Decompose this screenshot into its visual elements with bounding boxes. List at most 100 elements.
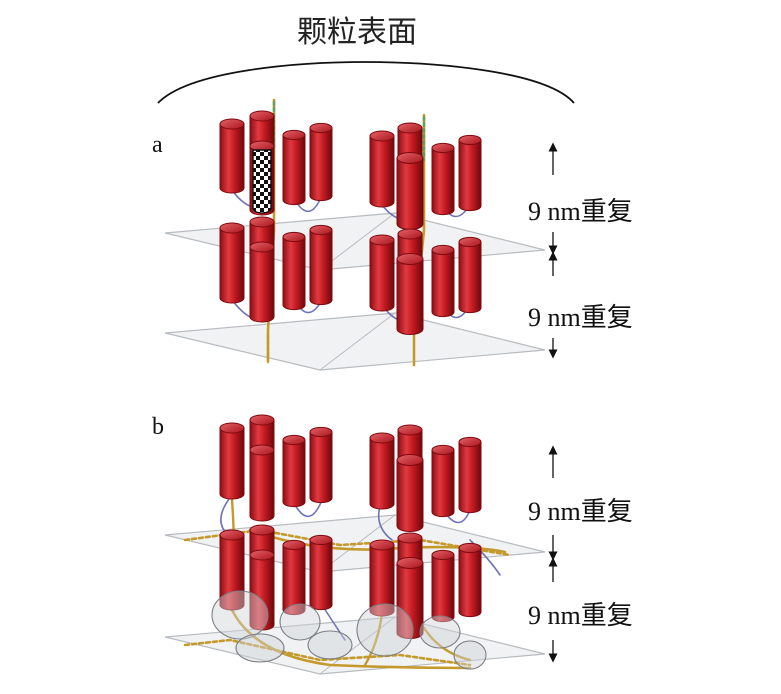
cylinder-cap: [431, 244, 455, 256]
cylinder: [431, 444, 455, 518]
cylinder-cap: [396, 454, 424, 466]
cylinder-body: [309, 431, 333, 504]
cylinder-cap: [431, 549, 455, 561]
cylinder-cap: [396, 152, 424, 164]
gold-strand: [230, 608, 472, 670]
cylinder-body: [369, 239, 395, 312]
cylinder: [219, 222, 245, 304]
gold-dotted-strand: [183, 638, 472, 667]
checker-helix: [252, 149, 272, 214]
cylinder-cap: [369, 130, 395, 142]
cylinder-body: [282, 134, 306, 206]
cylinder-cap: [249, 414, 275, 426]
cylinder: [396, 454, 424, 532]
cylinder-cap: [458, 134, 482, 146]
cylinder-cap: [219, 118, 245, 130]
cylinder-cap: [249, 110, 275, 122]
cylinder: [219, 422, 245, 500]
overlay-group: [211, 590, 487, 670]
cylinder-cap: [369, 234, 395, 246]
cylinder: [219, 118, 245, 194]
cylinder: [458, 436, 482, 514]
cylinder-cap: [396, 253, 424, 265]
cylinder-body: [458, 547, 482, 618]
cylinder: [396, 152, 424, 230]
cylinder: [249, 140, 275, 216]
cylinder-body: [249, 246, 275, 323]
cylinder-cap: [431, 142, 455, 154]
cylinder-cap: [249, 524, 275, 536]
cylinder-body: [249, 449, 275, 522]
cylinder-cap: [369, 539, 395, 551]
cylinder-cap: [309, 426, 333, 438]
cylinder-cap: [309, 224, 333, 236]
cylinder-cap: [249, 444, 275, 456]
grey-domain: [419, 615, 461, 649]
cylinder-body: [431, 249, 455, 318]
cylinder-body: [369, 135, 395, 208]
cylinder-cap: [309, 122, 333, 134]
cylinder: [249, 444, 275, 522]
cylinder: [309, 426, 333, 504]
cylinder-body: [396, 157, 424, 230]
cylinder-body: [219, 427, 245, 500]
cylinder: [282, 434, 306, 508]
cylinder-cap: [249, 549, 275, 561]
cylinder-cap: [397, 122, 423, 134]
cylinder-cap: [397, 228, 423, 240]
cylinder-body: [396, 459, 424, 532]
layer-divider: [319, 312, 396, 371]
cylinder: [458, 236, 482, 314]
page-title: 颗粒表面: [297, 15, 417, 50]
cylinder-body: [458, 241, 482, 314]
blue-loop: [294, 499, 323, 518]
cylinder-body: [431, 449, 455, 518]
grey-domain: [235, 633, 285, 663]
cylinder: [369, 234, 395, 312]
repeat-label-b-upper: 9 nm重复: [528, 497, 633, 526]
cylinder-cap: [458, 542, 482, 554]
repeat-label-a-upper: 9 nm重复: [528, 197, 633, 226]
cylinder-cap: [282, 129, 306, 141]
cylinder-body: [458, 139, 482, 212]
cylinder-cap: [458, 236, 482, 248]
cylinder: [282, 539, 306, 616]
cylinder: [431, 244, 455, 318]
cylinder-cap: [282, 434, 306, 446]
grey-domain: [356, 603, 414, 657]
cylinder-group-a: [219, 110, 482, 335]
cylinder-cap: [249, 241, 275, 253]
cylinder: [309, 224, 333, 306]
cylinder: [369, 432, 395, 510]
panel-label-b: b: [152, 414, 164, 440]
cylinder-body: [431, 554, 455, 623]
repeat-label-b-lower: 9 nm重复: [528, 601, 633, 630]
repeat-label-a-lower: 9 nm重复: [528, 303, 633, 332]
cylinder-group-b: [219, 414, 482, 639]
cylinder: [458, 134, 482, 212]
cylinder-body: [309, 229, 333, 306]
cylinder-body: [396, 258, 424, 335]
curly-bracket-icon: [157, 61, 575, 104]
cylinder: [309, 534, 333, 611]
cylinder-cap: [219, 529, 245, 541]
cylinder: [431, 549, 455, 623]
cylinder-cap: [282, 231, 306, 243]
cylinder-cap: [397, 424, 423, 436]
cylinder-cap: [431, 444, 455, 456]
membrane-layer: [164, 312, 546, 371]
cylinder-body: [219, 123, 245, 194]
grey-domain: [307, 630, 353, 660]
cylinder-body: [309, 127, 333, 202]
cylinder: [458, 542, 482, 618]
cylinder-body: [458, 441, 482, 514]
cylinder: [309, 122, 333, 202]
cylinder-cap: [282, 539, 306, 551]
cylinder-body: [219, 227, 245, 304]
cylinder-body: [431, 147, 455, 216]
cylinder-cap: [458, 436, 482, 448]
cylinder-cap: [219, 422, 245, 434]
cylinder-body: [282, 236, 306, 311]
cylinder-body: [282, 439, 306, 508]
